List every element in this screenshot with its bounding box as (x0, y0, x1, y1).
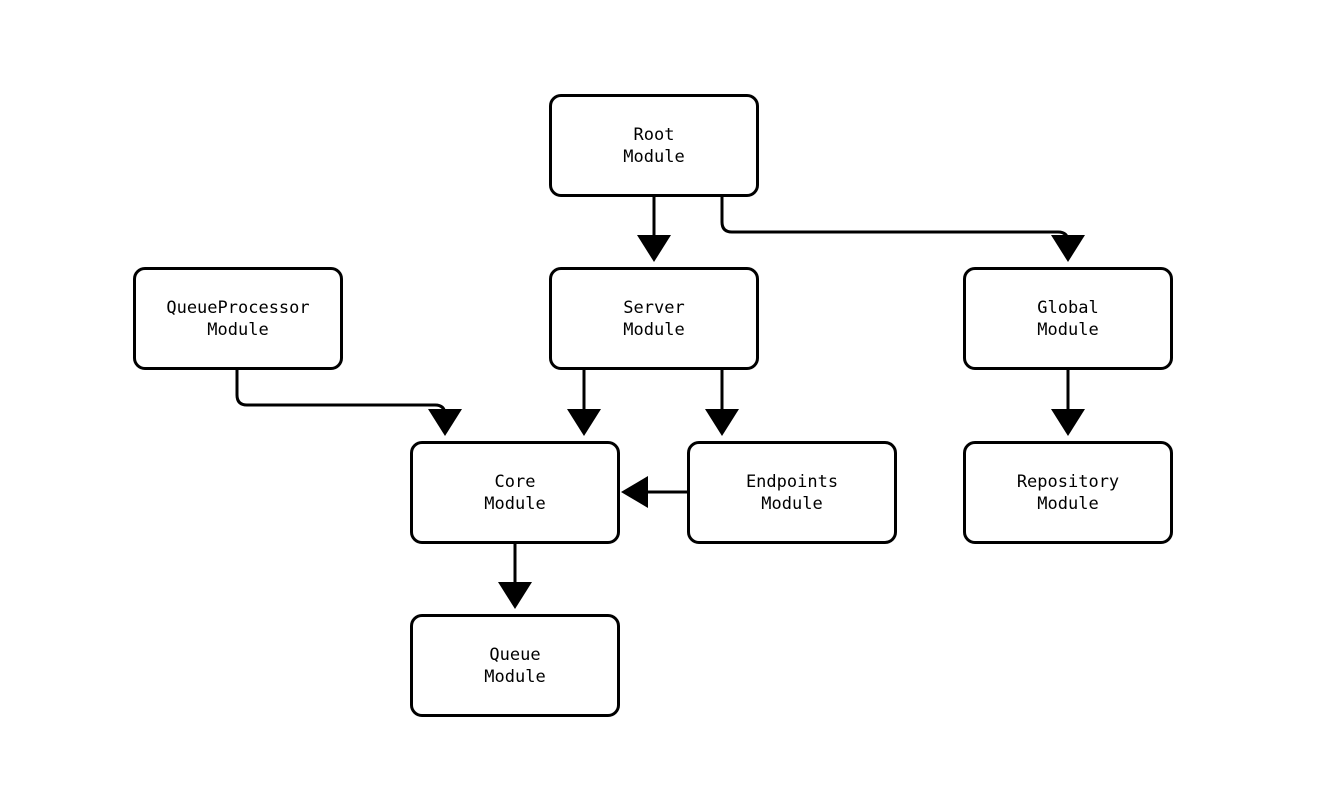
node-global-module-line1: Global (1037, 297, 1099, 318)
node-queue-module-line1: Queue (489, 644, 541, 665)
node-root-module-line2: Module (623, 146, 685, 167)
node-repository-module[interactable]: Repository Module (963, 441, 1173, 544)
edge-server-to-endpoints-arrowhead (705, 409, 739, 436)
node-global-module[interactable]: Global Module (963, 267, 1173, 370)
node-root-module-line1: Root (633, 124, 675, 145)
node-queue-module-line2: Module (484, 666, 546, 687)
edge-queueprocessor-to-core-arrowhead (428, 409, 462, 436)
node-queue-module[interactable]: Queue Module (410, 614, 620, 717)
node-queueprocessor-module-line1: QueueProcessor (166, 297, 310, 318)
node-server-module-line1: Server (623, 297, 685, 318)
node-endpoints-module-line2: Module (761, 493, 823, 514)
node-queueprocessor-module-line2: Module (207, 319, 269, 340)
edge-global-to-repository-arrowhead (1051, 409, 1085, 436)
node-endpoints-module[interactable]: Endpoints Module (687, 441, 897, 544)
node-server-module-line2: Module (623, 319, 685, 340)
node-endpoints-module-line1: Endpoints (745, 471, 839, 492)
edge-server-to-core-arrowhead (567, 409, 601, 436)
node-repository-module-line2: Module (1037, 493, 1099, 514)
node-core-module-line1: Core (494, 471, 536, 492)
node-repository-module-line1: Repository (1016, 471, 1120, 492)
edge-endpoints-to-core-arrowhead (621, 476, 648, 508)
node-core-module[interactable]: Core Module (410, 441, 620, 544)
edge-root-to-server-arrowhead (637, 235, 671, 262)
edge-root-to-global-arrowhead (1051, 235, 1085, 262)
edge-root-to-global (720, 197, 1070, 244)
node-global-module-line2: Module (1037, 319, 1099, 340)
edge-core-to-queue-arrowhead (498, 582, 532, 609)
node-root-module[interactable]: Root Module (549, 94, 759, 197)
node-server-module[interactable]: Server Module (549, 267, 759, 370)
edge-queueprocessor-to-core (235, 370, 447, 417)
node-queueprocessor-module[interactable]: QueueProcessor Module (133, 267, 343, 370)
node-core-module-line2: Module (484, 493, 546, 514)
